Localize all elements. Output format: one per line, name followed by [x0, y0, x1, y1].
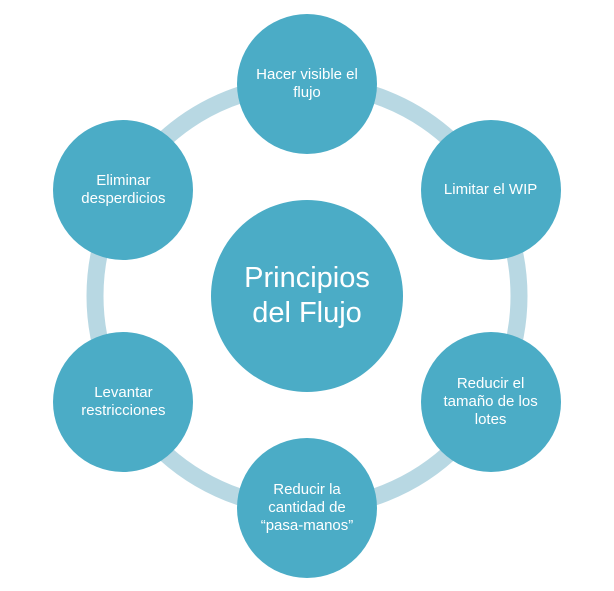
node-label: Limitar el WIP — [443, 181, 538, 198]
node-label: Hacer visible el flujo — [256, 66, 358, 101]
center-node: Principios del Flujo — [211, 200, 403, 392]
node-label: Levantar restricciones — [81, 384, 166, 419]
node-eliminar-desperdicios: Eliminar desperdicios — [53, 120, 194, 260]
center-label: Principios del Flujo — [244, 262, 370, 329]
node-reducir-pasamanos: Reducir la cantidad de “pasa-manos” — [237, 438, 377, 578]
node-label: Eliminar desperdicios — [81, 172, 166, 207]
node-limitar-wip: Limitar el WIP — [420, 120, 561, 260]
node-levantar-restricciones: Levantar restricciones — [53, 332, 194, 472]
node-label: Reducir la cantidad de “pasa-manos” — [260, 481, 354, 534]
node-reducir-lotes: Reducir el tamaño de los lotes — [420, 332, 561, 472]
node-label: Reducir el tamaño de los lotes — [443, 375, 538, 428]
node-hacer-visible: Hacer visible el flujo — [237, 14, 377, 154]
